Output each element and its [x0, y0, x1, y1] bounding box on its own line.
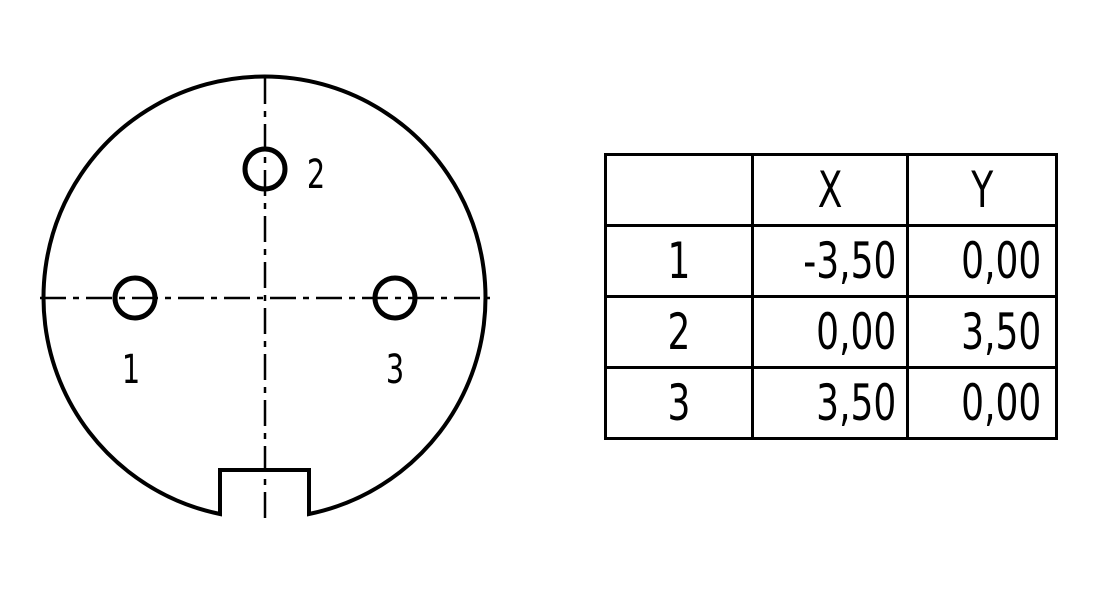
pin-label-3: 3 — [386, 347, 404, 393]
table-cell-pin: 2 — [604, 295, 754, 369]
table-header-x: X — [751, 153, 909, 227]
pin-label-2: 2 — [307, 152, 325, 198]
connector-face-drawing: 1 2 3 — [40, 74, 490, 524]
pin-hole-2 — [242, 146, 288, 192]
table-row: 1 -3,50 0,00 — [604, 224, 1058, 298]
pin-hole-1 — [112, 275, 158, 321]
pin-coordinate-table: X Y 1 -3,50 0,00 2 0,00 3,50 3 3,50 0,00 — [604, 153, 1058, 440]
table-row: 2 0,00 3,50 — [604, 295, 1058, 369]
table-header-y: Y — [906, 153, 1058, 227]
table-cell-y: 0,00 — [906, 224, 1058, 298]
pin-label-1: 1 — [122, 347, 140, 393]
table-cell-pin: 3 — [604, 366, 754, 440]
table-cell-y: 3,50 — [906, 295, 1058, 369]
table-header-blank — [604, 153, 754, 227]
table-cell-y: 0,00 — [906, 366, 1058, 440]
housing-outline — [41, 74, 488, 517]
table-cell-pin: 1 — [604, 224, 754, 298]
table-cell-x: 3,50 — [751, 366, 909, 440]
table-row: 3 3,50 0,00 — [604, 366, 1058, 440]
table-cell-x: 0,00 — [751, 295, 909, 369]
table-header-row: X Y — [604, 153, 1058, 227]
pin-hole-3 — [372, 275, 418, 321]
table-cell-x: -3,50 — [751, 224, 909, 298]
